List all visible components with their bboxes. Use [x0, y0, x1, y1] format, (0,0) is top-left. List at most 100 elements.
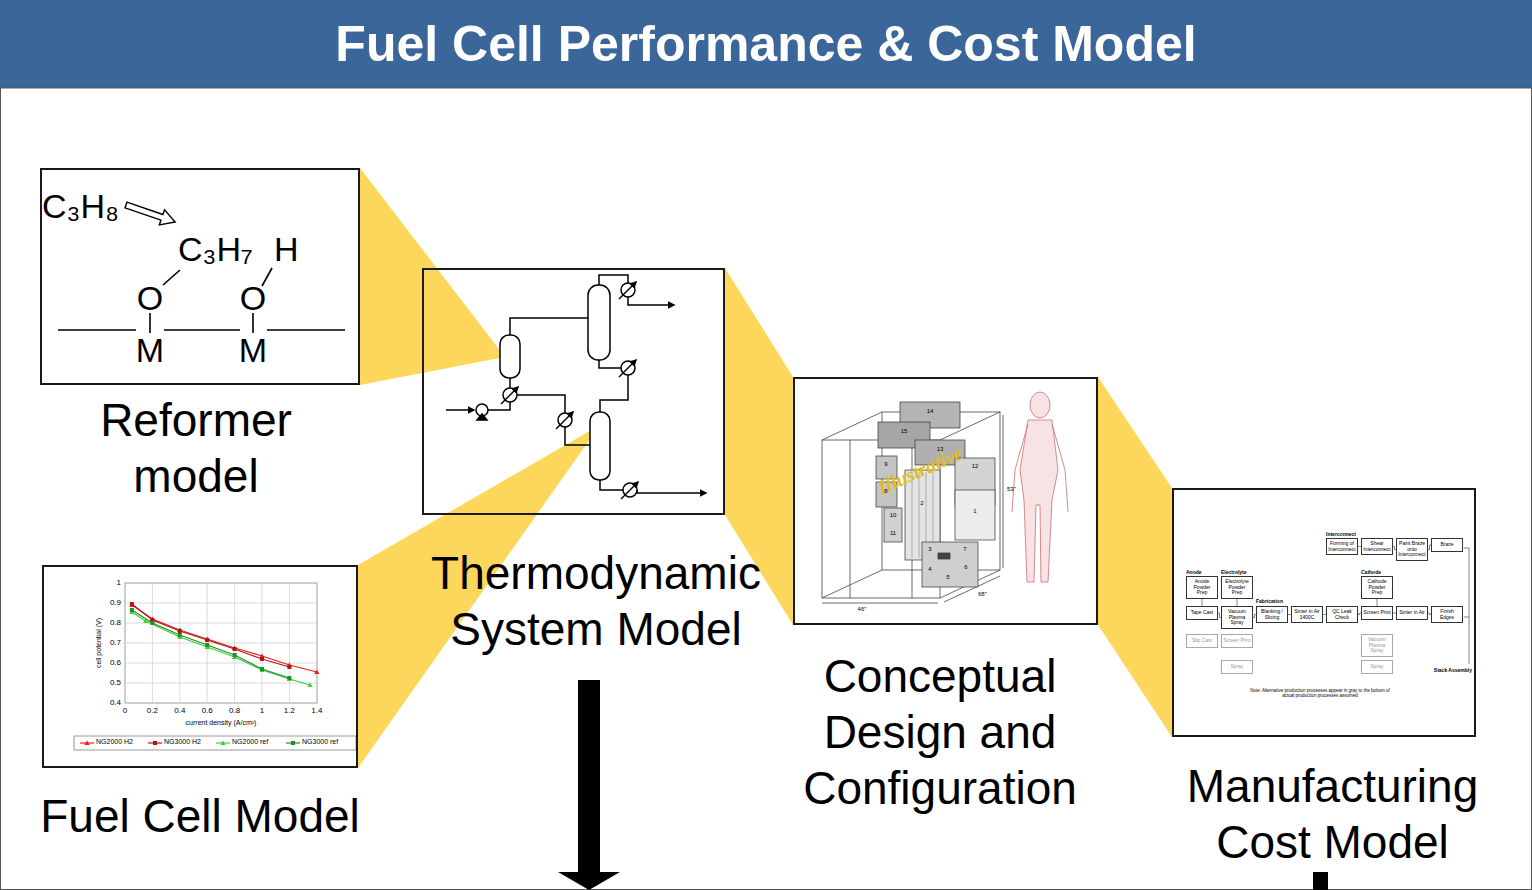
data-marker	[314, 669, 319, 674]
process-label: Slip Cast	[1192, 638, 1212, 644]
column-vessel	[588, 285, 610, 360]
curve-ng3000-h2	[132, 604, 290, 667]
tick-label: 0.9	[110, 598, 121, 608]
zoom-funnel	[360, 168, 505, 385]
cabinet-wireframe	[822, 412, 1003, 603]
callout-number: 4	[928, 566, 931, 573]
process-box: Sinter in Air	[1396, 606, 1428, 620]
callout-number: 6	[964, 564, 967, 571]
process-box: Forming of Interconnect	[1326, 538, 1358, 555]
process-box: Tape Cast	[1186, 606, 1218, 620]
alternative-process-box: Slip Cast	[1186, 634, 1218, 648]
chemical-symbol: M	[239, 333, 267, 367]
flow-connector	[1393, 547, 1396, 550]
process-box: Braze	[1431, 538, 1463, 552]
process-label: Sinter in Air	[1399, 610, 1425, 616]
callout-number: 14	[927, 408, 934, 415]
flow-connector	[1237, 599, 1238, 606]
process-label: QC Leak Check	[1328, 609, 1356, 621]
flow-connector	[1428, 613, 1431, 615]
model-panel: Conceptual Design and Configuration	[793, 377, 1098, 625]
section-label: Electrolyte	[1221, 569, 1247, 575]
chart-legend-box	[74, 736, 356, 750]
title-holder: Fuel Cell Performance & Cost Model	[0, 0, 1532, 88]
plot-area	[125, 583, 317, 703]
process-box: QC Leak Check	[1326, 606, 1358, 623]
curve-ng2000-ref	[132, 612, 310, 685]
reformer-sketch	[58, 197, 345, 333]
callout-number: 11	[890, 530, 896, 537]
process-box: Shear Interconnect	[1361, 538, 1393, 555]
model-panel: Manufacturing Cost ModelForming of Inter…	[1172, 488, 1476, 737]
callout-number: 7	[963, 546, 966, 553]
tick-label: 0.4	[174, 706, 185, 716]
dimension: 68"	[978, 591, 987, 598]
data-marker	[307, 682, 312, 687]
process-label: Screen Print	[1223, 638, 1251, 644]
section-label: Fabrication	[1256, 598, 1283, 604]
axis-title: current density (A/cm²)	[186, 719, 257, 727]
feed-line	[446, 409, 474, 411]
legend-entry: NG2000 ref	[232, 738, 268, 746]
dimension-line	[822, 415, 1003, 603]
legend-entry: NG3000 H2	[164, 738, 201, 746]
tick-label: 1.2	[284, 706, 295, 716]
data-marker	[130, 608, 134, 612]
flow-connector	[1288, 614, 1291, 615]
chemical-symbol: C₃H₇	[178, 232, 253, 266]
process-label: Finish Edges	[1433, 609, 1461, 621]
alternative-process-box: Screen Print	[1221, 634, 1253, 648]
callout-number: 3	[928, 546, 931, 553]
pipe	[628, 297, 674, 305]
flow-connector	[1358, 546, 1361, 547]
data-marker	[291, 741, 295, 745]
polarization-chart	[74, 583, 356, 750]
panel-caption: Manufacturing Cost Model	[1160, 758, 1505, 870]
curve-ng2000-h2	[132, 605, 317, 672]
bond-line	[163, 270, 180, 285]
bond-line	[262, 268, 272, 286]
tick-label: 1	[117, 578, 121, 588]
process-label: Forming of Interconnect	[1328, 541, 1356, 553]
process-box: Blanking / Slicing	[1256, 606, 1288, 623]
zoom-funnel	[358, 425, 600, 768]
panel-caption: Thermodynamic System Model	[396, 545, 796, 657]
process-label: Tape Cast	[1191, 610, 1214, 616]
down-arrow-shaft	[1313, 872, 1328, 890]
surface-line	[58, 329, 136, 331]
data-marker	[287, 665, 291, 669]
section-label: Stack Assembly	[1434, 667, 1472, 673]
callout-number: 8	[884, 488, 887, 495]
dimension: 53"	[1007, 486, 1016, 493]
bond-line	[149, 313, 151, 333]
page-frame	[1, 88, 1532, 890]
callout-number: 5	[946, 574, 949, 581]
process-box: Screen Print	[1361, 606, 1393, 620]
pipe	[600, 480, 623, 490]
data-marker	[153, 741, 157, 745]
process-label: Vacuum Plasma Spray	[1223, 609, 1251, 626]
process-label: Sinter in Air 1400C	[1293, 609, 1321, 621]
alternative-process-box: Spray	[1221, 660, 1253, 674]
tick-label: 0.8	[110, 618, 121, 628]
pipe	[637, 490, 706, 493]
chemical-symbol: H	[274, 232, 299, 266]
hollow-arrow	[123, 197, 177, 229]
process-box: Paint Braze onto Interconnect	[1396, 538, 1428, 561]
separator-vessel	[500, 335, 520, 378]
model-panel: Fuel Cell Model	[42, 565, 358, 768]
pipe	[510, 318, 588, 335]
data-marker	[287, 676, 292, 681]
column-vessel	[590, 412, 610, 480]
data-marker	[259, 667, 264, 672]
model-panel: Reformer model	[40, 168, 360, 385]
axis-title: cell potential (V)	[95, 618, 103, 668]
process-box: Vacuum Plasma Spray	[1221, 606, 1253, 629]
flow-connector	[1218, 613, 1221, 618]
pipe	[600, 375, 628, 412]
data-marker	[205, 638, 209, 642]
tick-label: 0.5	[110, 678, 121, 688]
process-flowsheet	[446, 275, 706, 499]
